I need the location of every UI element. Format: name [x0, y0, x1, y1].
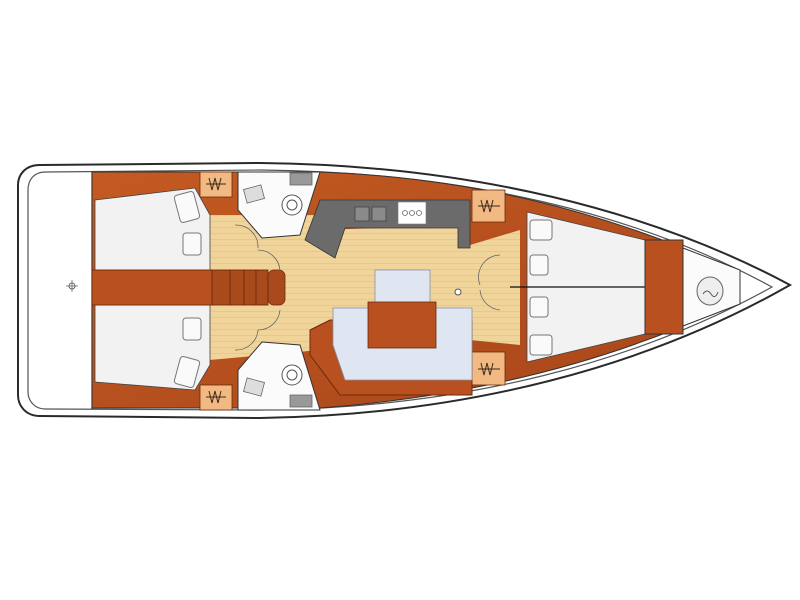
forward-pillows — [529, 219, 553, 356]
hull-inner-line — [27, 169, 774, 411]
forward-bulkhead — [644, 239, 684, 335]
galley-counter — [304, 199, 471, 259]
sink-icons — [243, 172, 313, 408]
toilet-icons — [281, 194, 303, 386]
saloon-table — [367, 301, 437, 349]
stove — [397, 201, 427, 225]
hanger-icons — [206, 177, 500, 404]
galley-sinks — [354, 206, 387, 222]
mast-step — [454, 288, 462, 296]
companionway-steps — [211, 269, 286, 306]
anchor-windlass-icon — [696, 276, 724, 306]
stove-burners — [402, 210, 422, 216]
pillows — [173, 191, 202, 388]
compass-icon — [66, 280, 78, 292]
center-wood-beam — [91, 269, 213, 306]
door-swings — [234, 224, 501, 351]
